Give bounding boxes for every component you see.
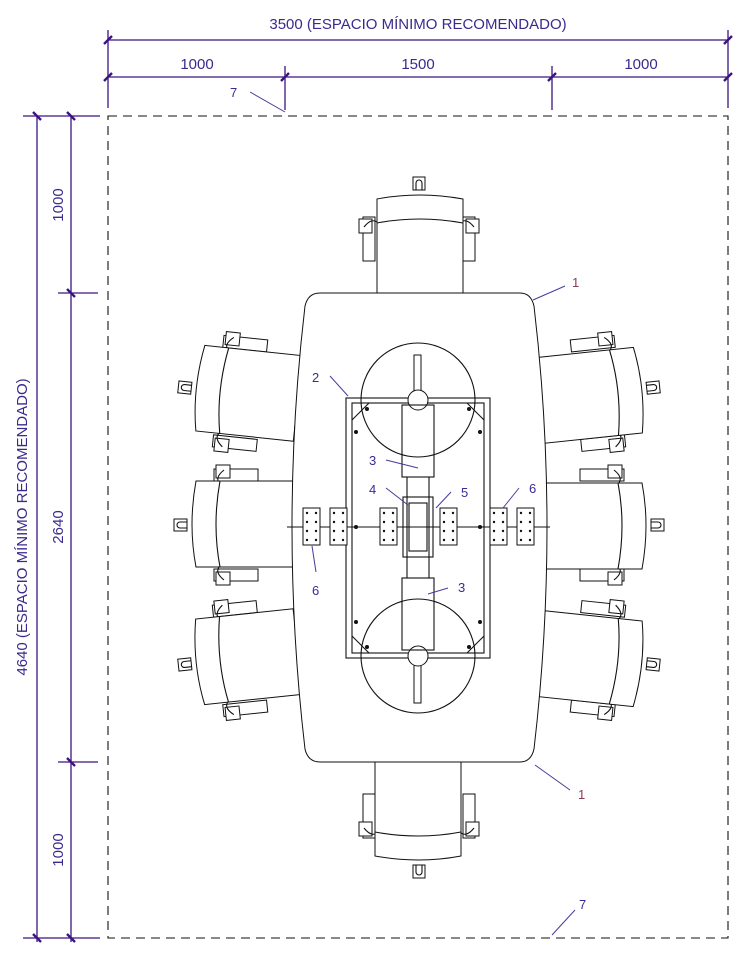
- dimension-total-width: 3500 (ESPACIO MÍNIMO RECOMENDADO): [269, 16, 566, 33]
- dimension-table-width: 1500: [401, 56, 434, 73]
- chair-right-upper: [528, 326, 667, 461]
- beam-bottom: [401, 577, 435, 651]
- chair-left-middle: [173, 464, 300, 586]
- dimension-total-length: 4640 (ESPACIO MÍNIMO RECOMENDADO): [14, 378, 31, 675]
- callouts: 7 1 2 3 4 5 6 6 3 1 7: [230, 85, 586, 936]
- base-disc-bottom: [360, 598, 476, 714]
- left-dimensions: 1000 2640 1000 4640 (ESPACIO MÍNIMO RECO…: [14, 111, 100, 943]
- top-dimensions: 3500 (ESPACIO MÍNIMO RECOMENDADO) 1000 1…: [103, 16, 733, 110]
- callout-1-bottom: 1: [578, 787, 585, 802]
- plate: [516, 507, 535, 546]
- chair-bottom: [358, 752, 480, 879]
- dimension-left-clearance: 1000: [180, 56, 213, 73]
- chair-right-lower: [528, 591, 667, 726]
- chair-left-lower: [171, 591, 310, 726]
- callout-2: 2: [312, 370, 319, 385]
- callout-3-bottom: 3: [458, 580, 465, 595]
- dimension-table-length: 2640: [50, 510, 67, 543]
- callout-3-top: 3: [369, 453, 376, 468]
- plate: [439, 507, 458, 546]
- base-disc-top: [360, 342, 476, 458]
- central-box: [402, 496, 434, 558]
- callout-4: 4: [369, 482, 376, 497]
- chair-top: [358, 176, 480, 303]
- plate: [329, 507, 348, 546]
- dimension-bottom-clearance: 1000: [50, 833, 67, 866]
- plate: [302, 507, 321, 546]
- dimension-right-clearance: 1000: [624, 56, 657, 73]
- callout-1-top: 1: [572, 275, 579, 290]
- chair-left-upper: [171, 326, 310, 461]
- plate: [489, 507, 508, 546]
- callout-6-right: 6: [529, 481, 536, 496]
- beam-top: [401, 404, 435, 478]
- dimension-top-clearance: 1000: [50, 188, 67, 221]
- table-frame: [287, 342, 550, 714]
- callout-7-bottom: 7: [579, 897, 586, 912]
- callout-5: 5: [461, 485, 468, 500]
- callout-6-left: 6: [312, 583, 319, 598]
- callout-7-top: 7: [230, 85, 237, 100]
- chair-right-middle: [538, 464, 665, 586]
- plate: [379, 507, 398, 546]
